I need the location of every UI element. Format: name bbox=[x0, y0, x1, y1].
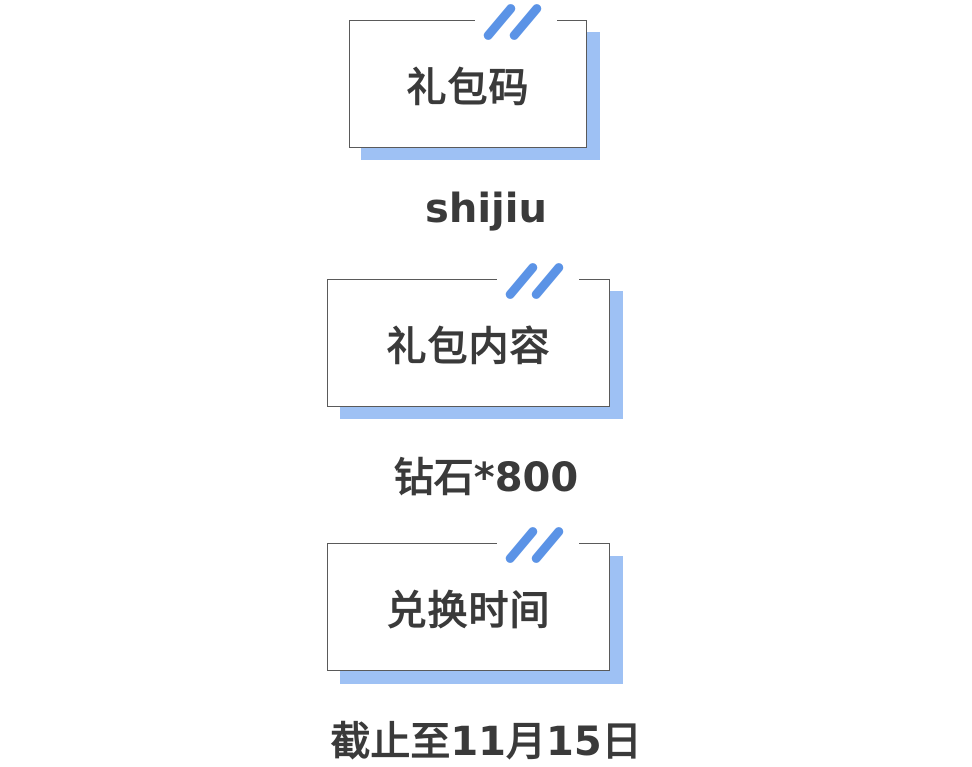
redeem-time-value: 截止至11月15日 bbox=[330, 719, 642, 765]
section-title: 兑换时间 bbox=[386, 588, 551, 634]
card-box: 礼包码 bbox=[349, 20, 587, 148]
border-gap bbox=[497, 276, 579, 282]
gift-content-value: 钻石*800 bbox=[393, 455, 579, 501]
section-title: 礼包码 bbox=[406, 65, 530, 111]
border-gap bbox=[475, 17, 557, 23]
gift-code-value: shijiu bbox=[425, 186, 547, 232]
card-box: 兑换时间 bbox=[327, 543, 610, 671]
border-gap bbox=[497, 540, 579, 546]
card-box: 礼包内容 bbox=[327, 279, 610, 407]
section-title: 礼包内容 bbox=[386, 324, 551, 370]
